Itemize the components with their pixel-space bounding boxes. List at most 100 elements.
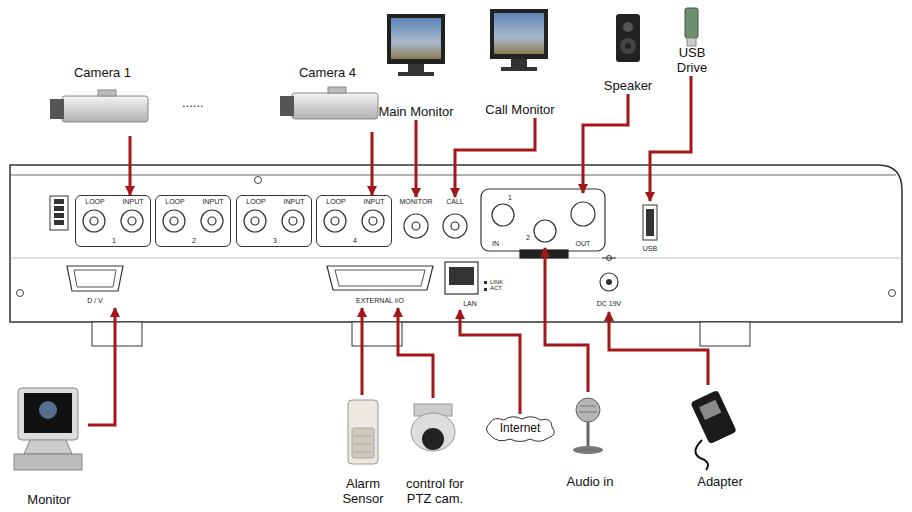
device-box: Audio in — [560, 392, 620, 490]
port-box: 2 — [522, 214, 562, 248]
computer-icon — [24, 440, 72, 454]
alarm-sensor-icon — [354, 436, 372, 437]
rj45-connector — [484, 288, 487, 291]
device-label: control for PTZ cam. — [395, 477, 475, 507]
microphone-icon — [579, 412, 597, 413]
alarm-sensor-icon — [352, 428, 374, 458]
connector-arrow — [455, 118, 535, 197]
bnc-connectors — [163, 210, 185, 232]
port-box: EXTERNAL I/O — [324, 262, 436, 308]
camera-icon — [280, 87, 378, 119]
dvr-rear-panel — [889, 290, 896, 297]
computer-icon — [39, 401, 57, 419]
monitor-icon — [408, 64, 424, 72]
dvr-rear-panel — [92, 322, 142, 346]
speaker-icon — [623, 22, 633, 32]
connector-arrow — [361, 308, 364, 395]
camera-icon — [98, 90, 116, 96]
usb-port — [646, 209, 654, 236]
power-adapter-icon — [695, 440, 708, 470]
power-adapter-icon — [699, 400, 721, 420]
port-box: 1IN — [484, 193, 520, 249]
computer-icon — [14, 388, 82, 470]
alarm-sensor-icon — [354, 444, 372, 445]
bnc-connectors — [244, 210, 266, 232]
vga-connector — [67, 266, 123, 291]
port-box: MONITOR — [396, 197, 436, 242]
port-label: INPUT — [123, 198, 144, 205]
bnc-connectors — [412, 222, 420, 230]
port-label: LOOP — [85, 198, 104, 205]
port-label: 3 — [273, 237, 277, 244]
dip-switch — [54, 206, 64, 211]
speaker-icon — [620, 38, 636, 54]
port-label: 1 — [112, 237, 116, 244]
connector-arrow — [583, 94, 628, 193]
device-box: Camera 4 — [275, 66, 380, 132]
dvr-rear-panel — [255, 177, 262, 184]
rj45-connector — [445, 262, 478, 294]
bnc-connectors — [128, 217, 136, 225]
port-label: 4 — [353, 237, 357, 244]
bnc-connectors — [443, 214, 467, 238]
ptz-camera-icon — [411, 404, 455, 451]
audio-connectors — [492, 204, 514, 226]
bnc-connectors — [201, 210, 223, 232]
power-adapter-icon — [690, 390, 737, 444]
bnc-connectors — [208, 217, 216, 225]
monitor-icon — [398, 72, 434, 76]
monitor-icon — [490, 9, 548, 71]
connector-arrow — [415, 120, 418, 197]
connector-arrow — [650, 76, 691, 201]
bnc-connectors — [324, 210, 346, 232]
port-box: LOOPINPUT4 — [316, 195, 392, 247]
rj45-connector — [445, 262, 487, 294]
port-label: INPUT — [284, 198, 305, 205]
port-label: IN — [492, 240, 499, 247]
annotation: LINK ACT. — [490, 279, 512, 292]
port-label: LOOP — [165, 198, 184, 205]
monitor-icon — [490, 9, 548, 59]
device-box: Speaker — [598, 8, 658, 94]
bnc-connectors — [331, 217, 339, 225]
connector-arrow — [398, 308, 433, 398]
alarm-sensor-icon — [354, 452, 372, 453]
usb-port — [643, 205, 657, 240]
usb-drive-icon — [685, 8, 698, 46]
bnc-connectors — [121, 210, 143, 232]
monitor-icon — [501, 67, 537, 71]
device-box: Monitor — [10, 380, 88, 508]
device-label: Audio in — [567, 475, 614, 490]
speaker-icon — [616, 14, 640, 62]
annotation: ...... — [182, 96, 204, 110]
dvr-rear-panel — [17, 290, 24, 297]
connector-arrow — [371, 132, 374, 195]
port-label: D / V — [87, 297, 103, 304]
audio-connectors — [481, 189, 605, 251]
bnc-connectors — [362, 210, 384, 232]
port-label: 1 — [508, 194, 512, 201]
bnc-connectors — [83, 210, 105, 232]
vga-connector — [67, 266, 123, 291]
device-box: Adapter — [676, 385, 764, 490]
connector-arrow — [129, 136, 132, 195]
port-label: OUT — [576, 240, 591, 247]
alarm-sensor-icon — [348, 400, 378, 464]
device-box: USB Drive — [665, 4, 719, 76]
device-label: Camera 1 — [74, 66, 131, 81]
device-box: control for PTZ cam. — [395, 398, 475, 507]
cloud-outline — [487, 417, 555, 442]
power-adapter-icon — [690, 390, 737, 444]
port-label: INPUT — [364, 198, 385, 205]
connector-arrow — [545, 248, 588, 392]
camera-icon — [280, 96, 294, 116]
port-label: LAN — [463, 300, 477, 307]
device-label: USB Drive — [665, 46, 719, 76]
bnc-connectors — [90, 217, 98, 225]
port-box: OUT — [565, 193, 601, 249]
microphone-icon — [587, 422, 590, 446]
computer-icon — [18, 388, 78, 440]
dvr-rear-panel — [700, 322, 750, 346]
